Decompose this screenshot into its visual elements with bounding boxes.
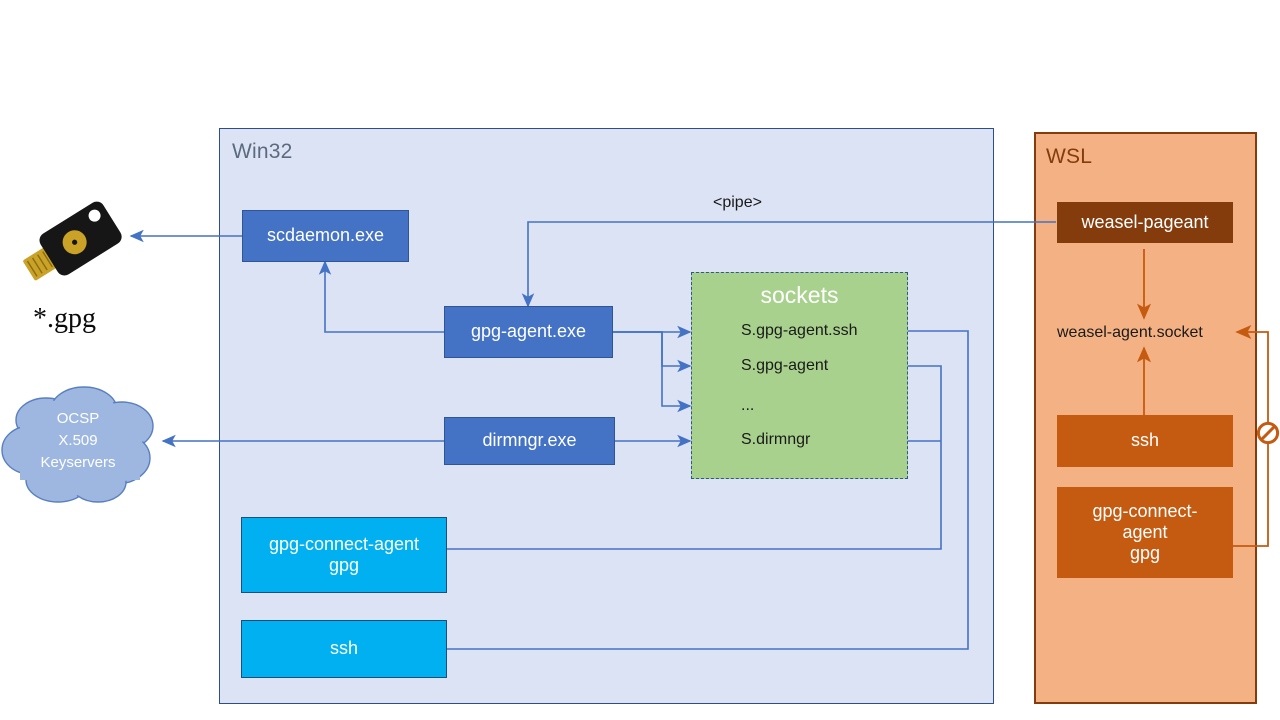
wsl-agent-socket-label: weasel-agent.socket [1057,324,1203,341]
pipe-label: <pipe> [713,194,762,211]
node-scdaemon-exe[interactable]: scdaemon.exe [242,210,409,262]
node-dirmngr-label: dirmngr.exe [482,430,577,451]
yubikey-icon [14,198,134,293]
node-win32-gpg-connect-agent-label-2: gpg [328,555,360,575]
node-wsl-gpg-connect-agent-label-3: gpg [1129,543,1161,564]
blocked-icon [1256,421,1280,445]
gpg-files-label: *.gpg [33,303,96,334]
node-scdaemon-label: scdaemon.exe [266,225,385,246]
wsl-panel-title: WSL [1046,145,1093,168]
node-dirmngr-exe[interactable]: dirmngr.exe [444,417,615,465]
ocsp-cloud-line-2: X.509 [58,431,98,449]
node-wsl-ssh-label: ssh [1130,430,1159,451]
ocsp-cloud-line-1: OCSP [56,410,100,427]
socket-item-label: S.gpg-agent [741,357,829,374]
node-weasel-pageant-label: weasel-pageant [1081,211,1209,232]
socket-item-ellipsis[interactable]: ... [741,397,754,415]
ocsp-cloud-text: OCSP X.509 Keyservers [0,408,156,473]
node-wsl-gpg-connect-agent-label-2: agent [1122,521,1168,542]
socket-item-s-gpg-agent[interactable]: S.gpg-agent [741,357,828,375]
win32-panel-title: Win32 [232,140,293,163]
socket-item-s-dirmngr[interactable]: S.dirmngr [741,431,810,449]
node-wsl-ssh[interactable]: ssh [1057,415,1233,467]
ocsp-cloud-line-3: Keyservers [40,453,116,471]
node-weasel-pageant[interactable]: weasel-pageant [1057,202,1233,243]
ocsp-cloud-shape [0,378,170,506]
node-gpg-agent-label: gpg-agent.exe [470,321,587,342]
socket-item-s-gpg-agent-ssh[interactable]: S.gpg-agent.ssh [741,322,858,340]
node-win32-gpg-connect-agent-label-1: gpg-connect-agent [268,533,420,554]
socket-item-label: S.dirmngr [741,431,811,448]
socket-item-label: ... [741,397,755,414]
sockets-title: sockets [760,282,839,308]
node-wsl-gpg-connect-agent[interactable]: gpg-connect- agent gpg [1057,487,1233,578]
node-win32-ssh-label: ssh [329,638,358,659]
node-win32-ssh[interactable]: ssh [241,620,447,678]
node-wsl-gpg-connect-agent-label-1: gpg-connect- [1092,500,1198,521]
socket-item-label: S.gpg-agent.ssh [741,322,858,339]
sockets-group [691,272,908,479]
node-win32-gpg-connect-agent[interactable]: gpg-connect-agent gpg [241,517,447,593]
node-gpg-agent-exe[interactable]: gpg-agent.exe [444,306,613,358]
